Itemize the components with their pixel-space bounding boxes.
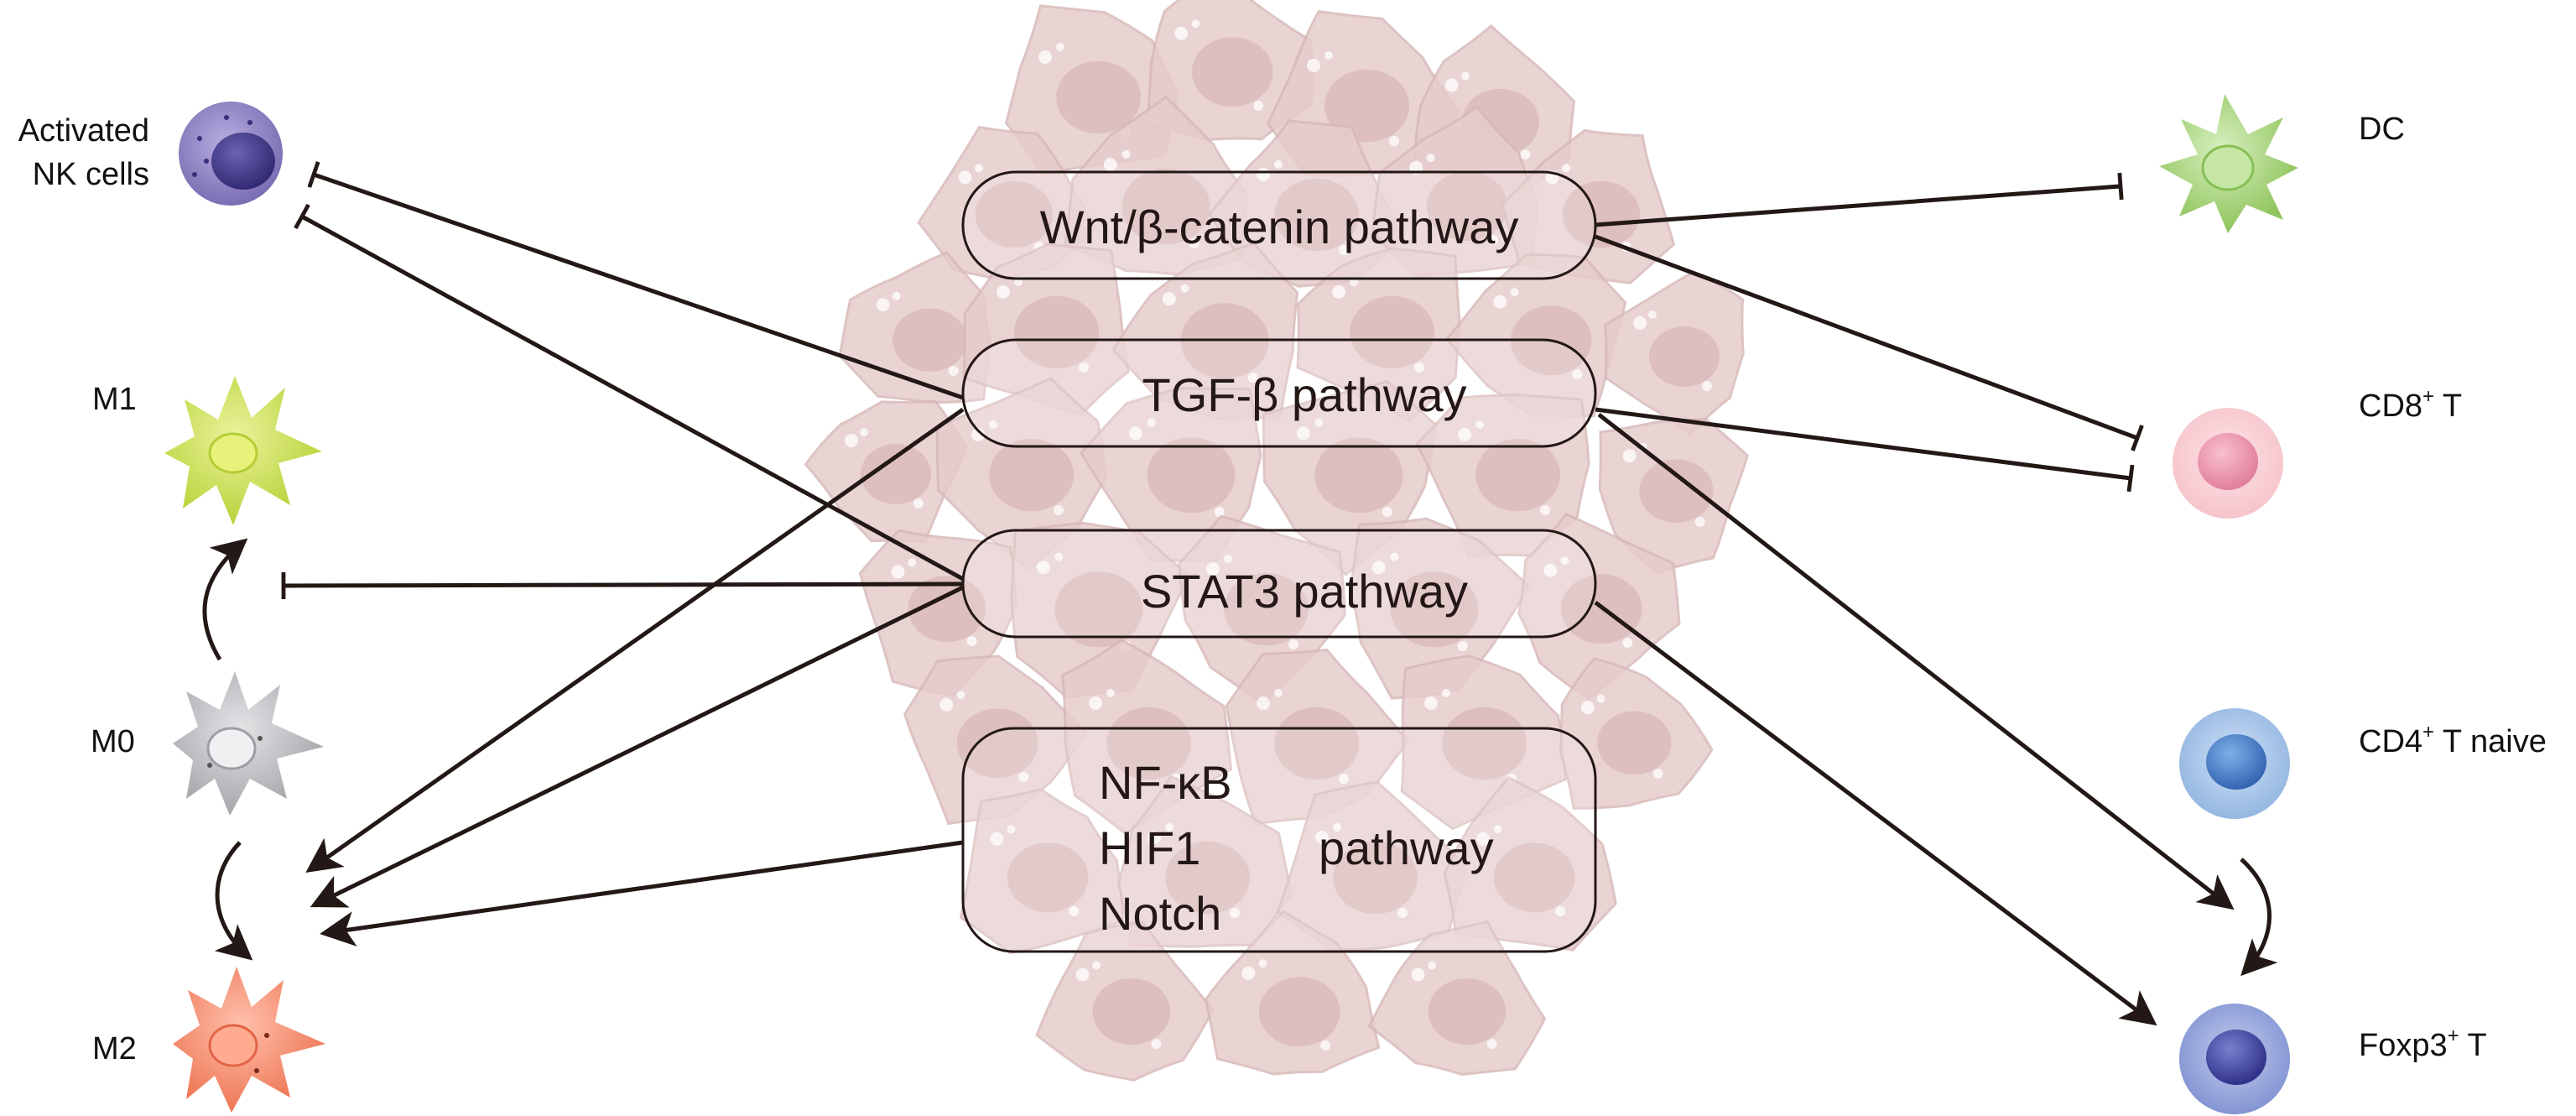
tgfb-activates-foxp3 bbox=[1599, 415, 2230, 906]
dc-label: DC bbox=[2359, 112, 2405, 147]
tgfb-pathway-label: TGF-β pathway bbox=[1142, 368, 1467, 421]
m0-to-m2-arrow bbox=[217, 842, 248, 957]
tgfb-pathway-box: TGF-β pathway bbox=[963, 340, 1595, 446]
m1-label: M1 bbox=[92, 382, 137, 417]
m2-macrophage-icon bbox=[173, 967, 325, 1113]
nk-label-line2: NK cells bbox=[33, 157, 149, 192]
wnt-pathway-label: Wnt/β-catenin pathway bbox=[1040, 201, 1519, 253]
tgfb-activates-m2 bbox=[310, 409, 963, 869]
group-pathway-label: pathway bbox=[1319, 821, 1494, 874]
tumor-cell bbox=[1605, 272, 1744, 434]
nk-label-line1: Activated bbox=[18, 113, 149, 149]
cd4-label: CD4+ T naive bbox=[2359, 721, 2547, 759]
foxp3-label: Foxp3+ T bbox=[2359, 1025, 2487, 1063]
tgfb-inhibits-nk bbox=[314, 175, 963, 398]
hif1-label: HIF1 bbox=[1099, 821, 1200, 874]
m0-to-m1-arrow bbox=[205, 542, 243, 660]
m1-macrophage-icon bbox=[164, 376, 322, 525]
wnt-pathway-box: Wnt/β-catenin pathway bbox=[963, 172, 1595, 279]
wnt-inhibits-dc bbox=[1595, 186, 2121, 225]
stat3-inhibits-m1 bbox=[284, 584, 963, 586]
cd8-label: CD8+ T bbox=[2359, 385, 2462, 424]
cd8-t-cell-icon bbox=[2173, 408, 2283, 519]
stat3-inhibits-nk bbox=[302, 216, 963, 579]
nfkb-hif1-notch-pathway-box: NF-κB HIF1 Notch pathway bbox=[963, 728, 1595, 952]
stat3-activates-foxp3 bbox=[1595, 602, 2152, 1022]
cd4-to-foxp3-arrow bbox=[2241, 859, 2270, 972]
stat3-pathway-label: STAT3 pathway bbox=[1141, 565, 1468, 618]
m0-label: M0 bbox=[91, 724, 135, 759]
notch-label: Notch bbox=[1099, 887, 1221, 940]
m2-label: M2 bbox=[92, 1031, 137, 1066]
foxp3-t-cell-icon bbox=[2179, 1004, 2290, 1114]
group-activates-m2 bbox=[325, 842, 963, 933]
m0-macrophage-icon bbox=[173, 671, 324, 816]
nk-cell-icon bbox=[179, 102, 283, 206]
stat3-pathway-box: STAT3 pathway bbox=[963, 530, 1595, 637]
cd4-naive-t-cell-icon bbox=[2179, 708, 2290, 819]
dendritic-cell-icon bbox=[2159, 94, 2298, 233]
nfkb-label: NF-κB bbox=[1099, 756, 1232, 809]
